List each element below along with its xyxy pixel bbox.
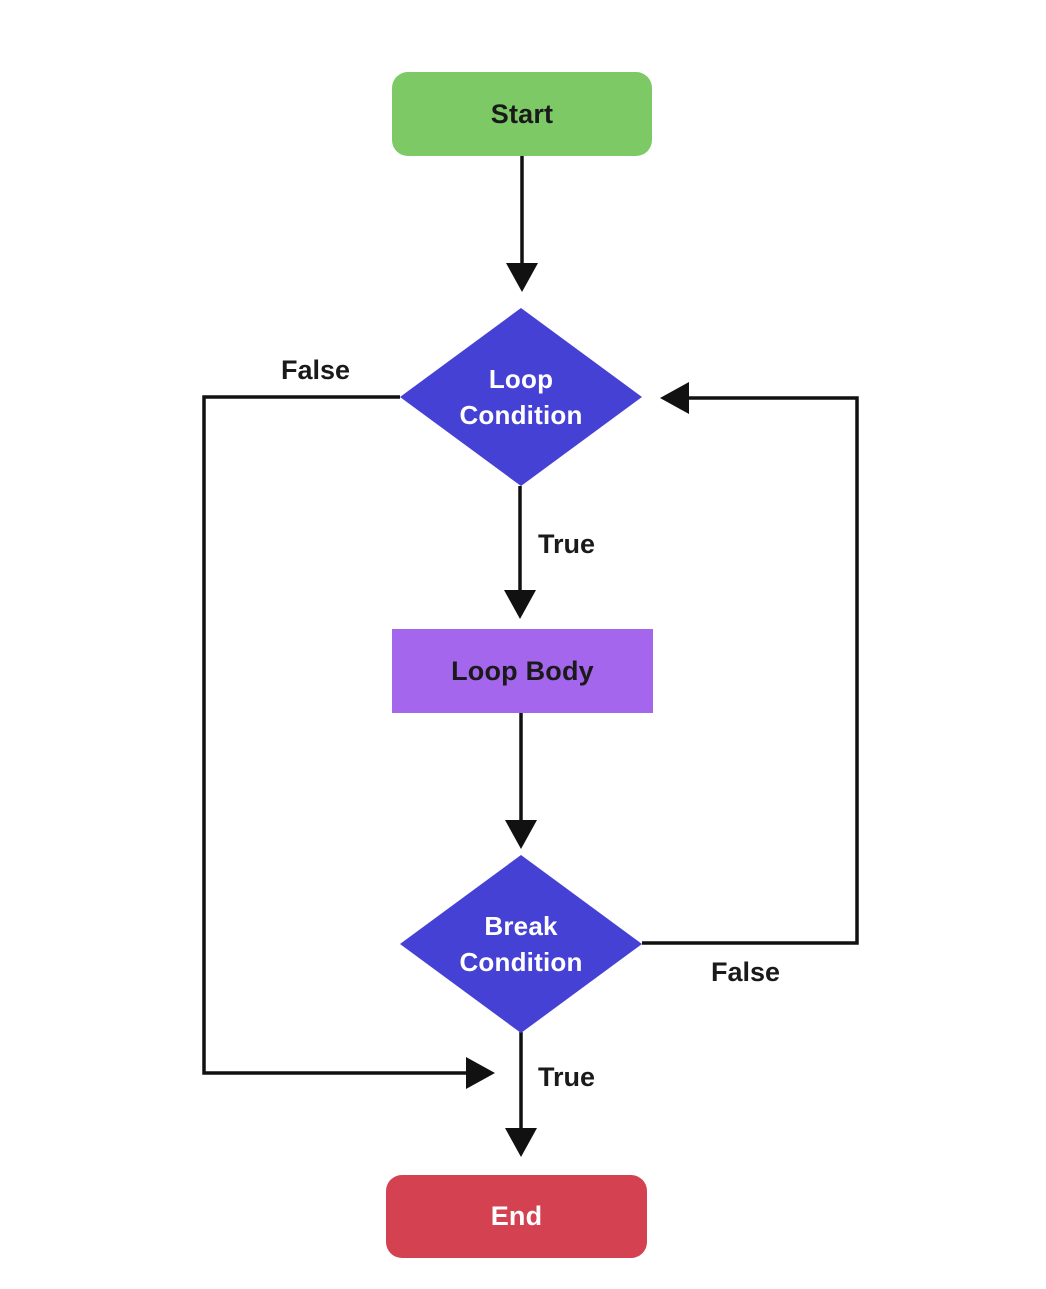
break-condition-node-label: Break Condition <box>459 910 583 977</box>
loop-condition-node-label: Loop Condition <box>459 363 583 430</box>
start-node: Start <box>392 72 652 156</box>
edge-label-false-right: False <box>711 957 781 987</box>
edge-label-true-top: True <box>538 529 596 559</box>
edge-false-left-route <box>202 395 467 1075</box>
end-node-label: End <box>490 1201 543 1231</box>
arrowhead-down-icon <box>504 590 536 619</box>
loop-condition-node: Loop Condition <box>400 308 642 486</box>
break-condition-node: Break Condition <box>400 855 642 1033</box>
start-node-label: Start <box>490 98 554 129</box>
arrowhead-down-icon <box>506 263 538 292</box>
edge-label-true-bottom: True <box>538 1062 596 1092</box>
edge-label-false-left: False <box>281 355 351 385</box>
loop-body-node: Loop Body <box>392 629 653 713</box>
arrowhead-right-icon <box>466 1057 495 1089</box>
loop-body-node-label: Loop Body <box>451 655 594 686</box>
arrowhead-down-icon <box>505 820 537 849</box>
edge-false-right-route <box>642 396 859 945</box>
arrowhead-left-icon <box>660 382 689 414</box>
end-node: End <box>386 1175 647 1258</box>
arrowhead-down-icon <box>505 1128 537 1157</box>
